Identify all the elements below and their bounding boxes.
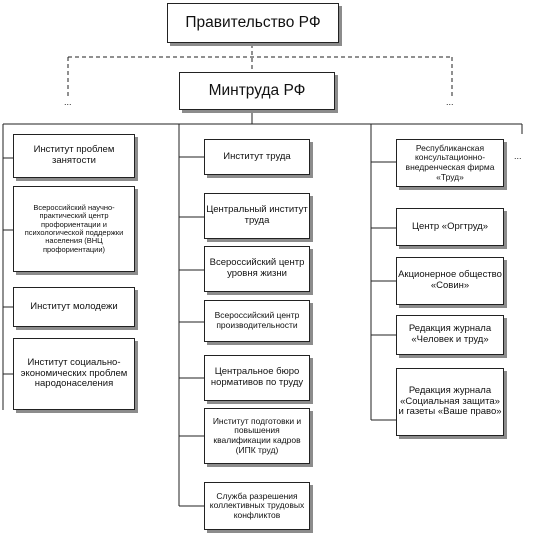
ellipsis-far-right: ... (514, 151, 522, 161)
left-box-label: Институт проблем занятости (33, 144, 115, 166)
center-box-label: Институт подготовки и повышения квалифик… (212, 415, 302, 455)
ellipsis-left: ... (64, 97, 72, 107)
center-box-label: Центральное бюро нормативов по труду (210, 366, 304, 388)
left-box-label: Институт социально-экономических проблем… (20, 357, 128, 390)
center-box-label: Служба разрешения коллективных трудовых … (209, 490, 305, 520)
right-box-label: Редакция журнала «Человек и труд» (408, 323, 492, 345)
right-box-label: Республиканская консультационно-внедренч… (405, 142, 495, 182)
right-box-5: Редакция журнала «Социальная защита» и г… (396, 368, 504, 436)
right-box-label: Акционерное общество «Совин» (398, 269, 502, 291)
government-label: Правительство РФ (185, 14, 321, 32)
ministry-label: Минтруда РФ (208, 82, 306, 100)
center-box-2: Центральный институт труда (204, 193, 310, 239)
center-box-label: Центральный институт труда (206, 204, 308, 226)
government-box: Правительство РФ (167, 3, 339, 43)
right-box-2: Центр «Оргтруд» (396, 208, 504, 246)
center-box-label: Всероссийский центр производительности (214, 310, 300, 330)
right-box-4: Редакция журнала «Человек и труд» (396, 315, 504, 355)
ministry-box: Минтруда РФ (179, 72, 335, 110)
center-box-6: Институт подготовки и повышения квалифик… (204, 408, 310, 464)
center-box-4: Всероссийский центр производительности (204, 300, 310, 342)
center-box-label: Институт труда (223, 150, 291, 162)
left-box-1: Институт проблем занятости (13, 134, 135, 178)
right-box-label: Центр «Оргтруд» (411, 220, 489, 232)
center-box-5: Центральное бюро нормативов по труду (204, 355, 310, 401)
center-box-label: Всероссийский центр уровня жизни (209, 257, 305, 279)
left-box-2: Всероссийский научно-практический центр … (13, 186, 135, 272)
center-box-3: Всероссийский центр уровня жизни (204, 246, 310, 292)
center-box-1: Институт труда (204, 139, 310, 175)
left-box-label: Всероссийский научно-практический центр … (24, 202, 124, 254)
left-box-3: Институт молодежи (13, 287, 135, 327)
center-box-7: Служба разрешения коллективных трудовых … (204, 482, 310, 530)
ellipsis-right: ... (446, 97, 454, 107)
left-box-4: Институт социально-экономических проблем… (13, 338, 135, 410)
right-box-label: Редакция журнала «Социальная защита» и г… (398, 385, 502, 418)
left-box-label: Институт молодежи (30, 300, 118, 312)
right-box-1: Республиканская консультационно-внедренч… (396, 139, 504, 187)
right-box-3: Акционерное общество «Совин» (396, 257, 504, 305)
